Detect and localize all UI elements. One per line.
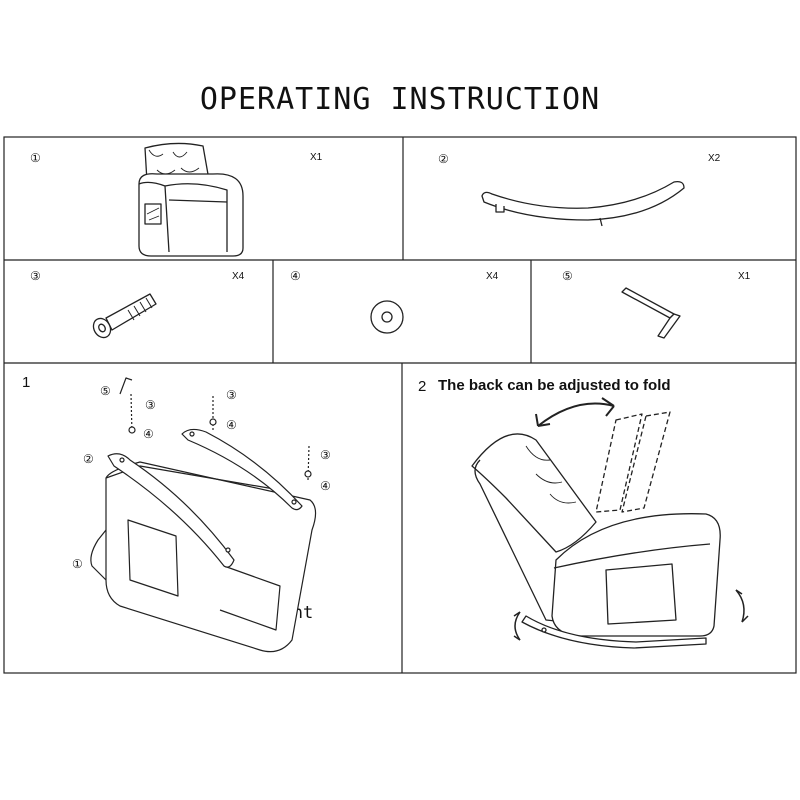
chair-assembly-diagram bbox=[90, 377, 317, 653]
bolt-icon bbox=[92, 293, 157, 339]
step-2-instruction: The back can be adjusted to fold bbox=[438, 377, 671, 394]
recliner-chair-icon bbox=[138, 142, 244, 257]
part-3-number: ③ bbox=[30, 269, 41, 283]
callout-4a: ④ bbox=[143, 427, 154, 441]
reclining-chair-diagram bbox=[471, 397, 749, 649]
washer-icon bbox=[370, 300, 404, 334]
step-2-number: 2 bbox=[418, 378, 427, 395]
callout-4c: ④ bbox=[320, 479, 331, 493]
callout-3c: ③ bbox=[320, 448, 331, 462]
callout-4b: ④ bbox=[226, 418, 237, 432]
part-3-quantity: X4 bbox=[232, 271, 245, 282]
part-2-quantity: X2 bbox=[708, 153, 721, 164]
part-4-number: ④ bbox=[290, 269, 301, 283]
part-5-number: ⑤ bbox=[562, 269, 573, 283]
callout-3b: ③ bbox=[226, 388, 237, 402]
step-1-number: 1 bbox=[22, 374, 31, 391]
callout-2: ② bbox=[83, 452, 94, 466]
part-1-number: ① bbox=[30, 151, 41, 165]
part-4-quantity: X4 bbox=[486, 271, 499, 282]
callout-5: ⑤ bbox=[100, 384, 111, 398]
page-title: OPERATING INSTRUCTION bbox=[199, 82, 601, 117]
part-2-number: ② bbox=[438, 152, 449, 166]
part-5-quantity: X1 bbox=[738, 271, 751, 282]
allen-key-icon bbox=[621, 287, 681, 339]
callout-1: ① bbox=[72, 557, 83, 571]
part-1-quantity: X1 bbox=[310, 152, 323, 163]
rocker-base-icon bbox=[481, 180, 685, 227]
callout-3a: ③ bbox=[145, 398, 156, 412]
